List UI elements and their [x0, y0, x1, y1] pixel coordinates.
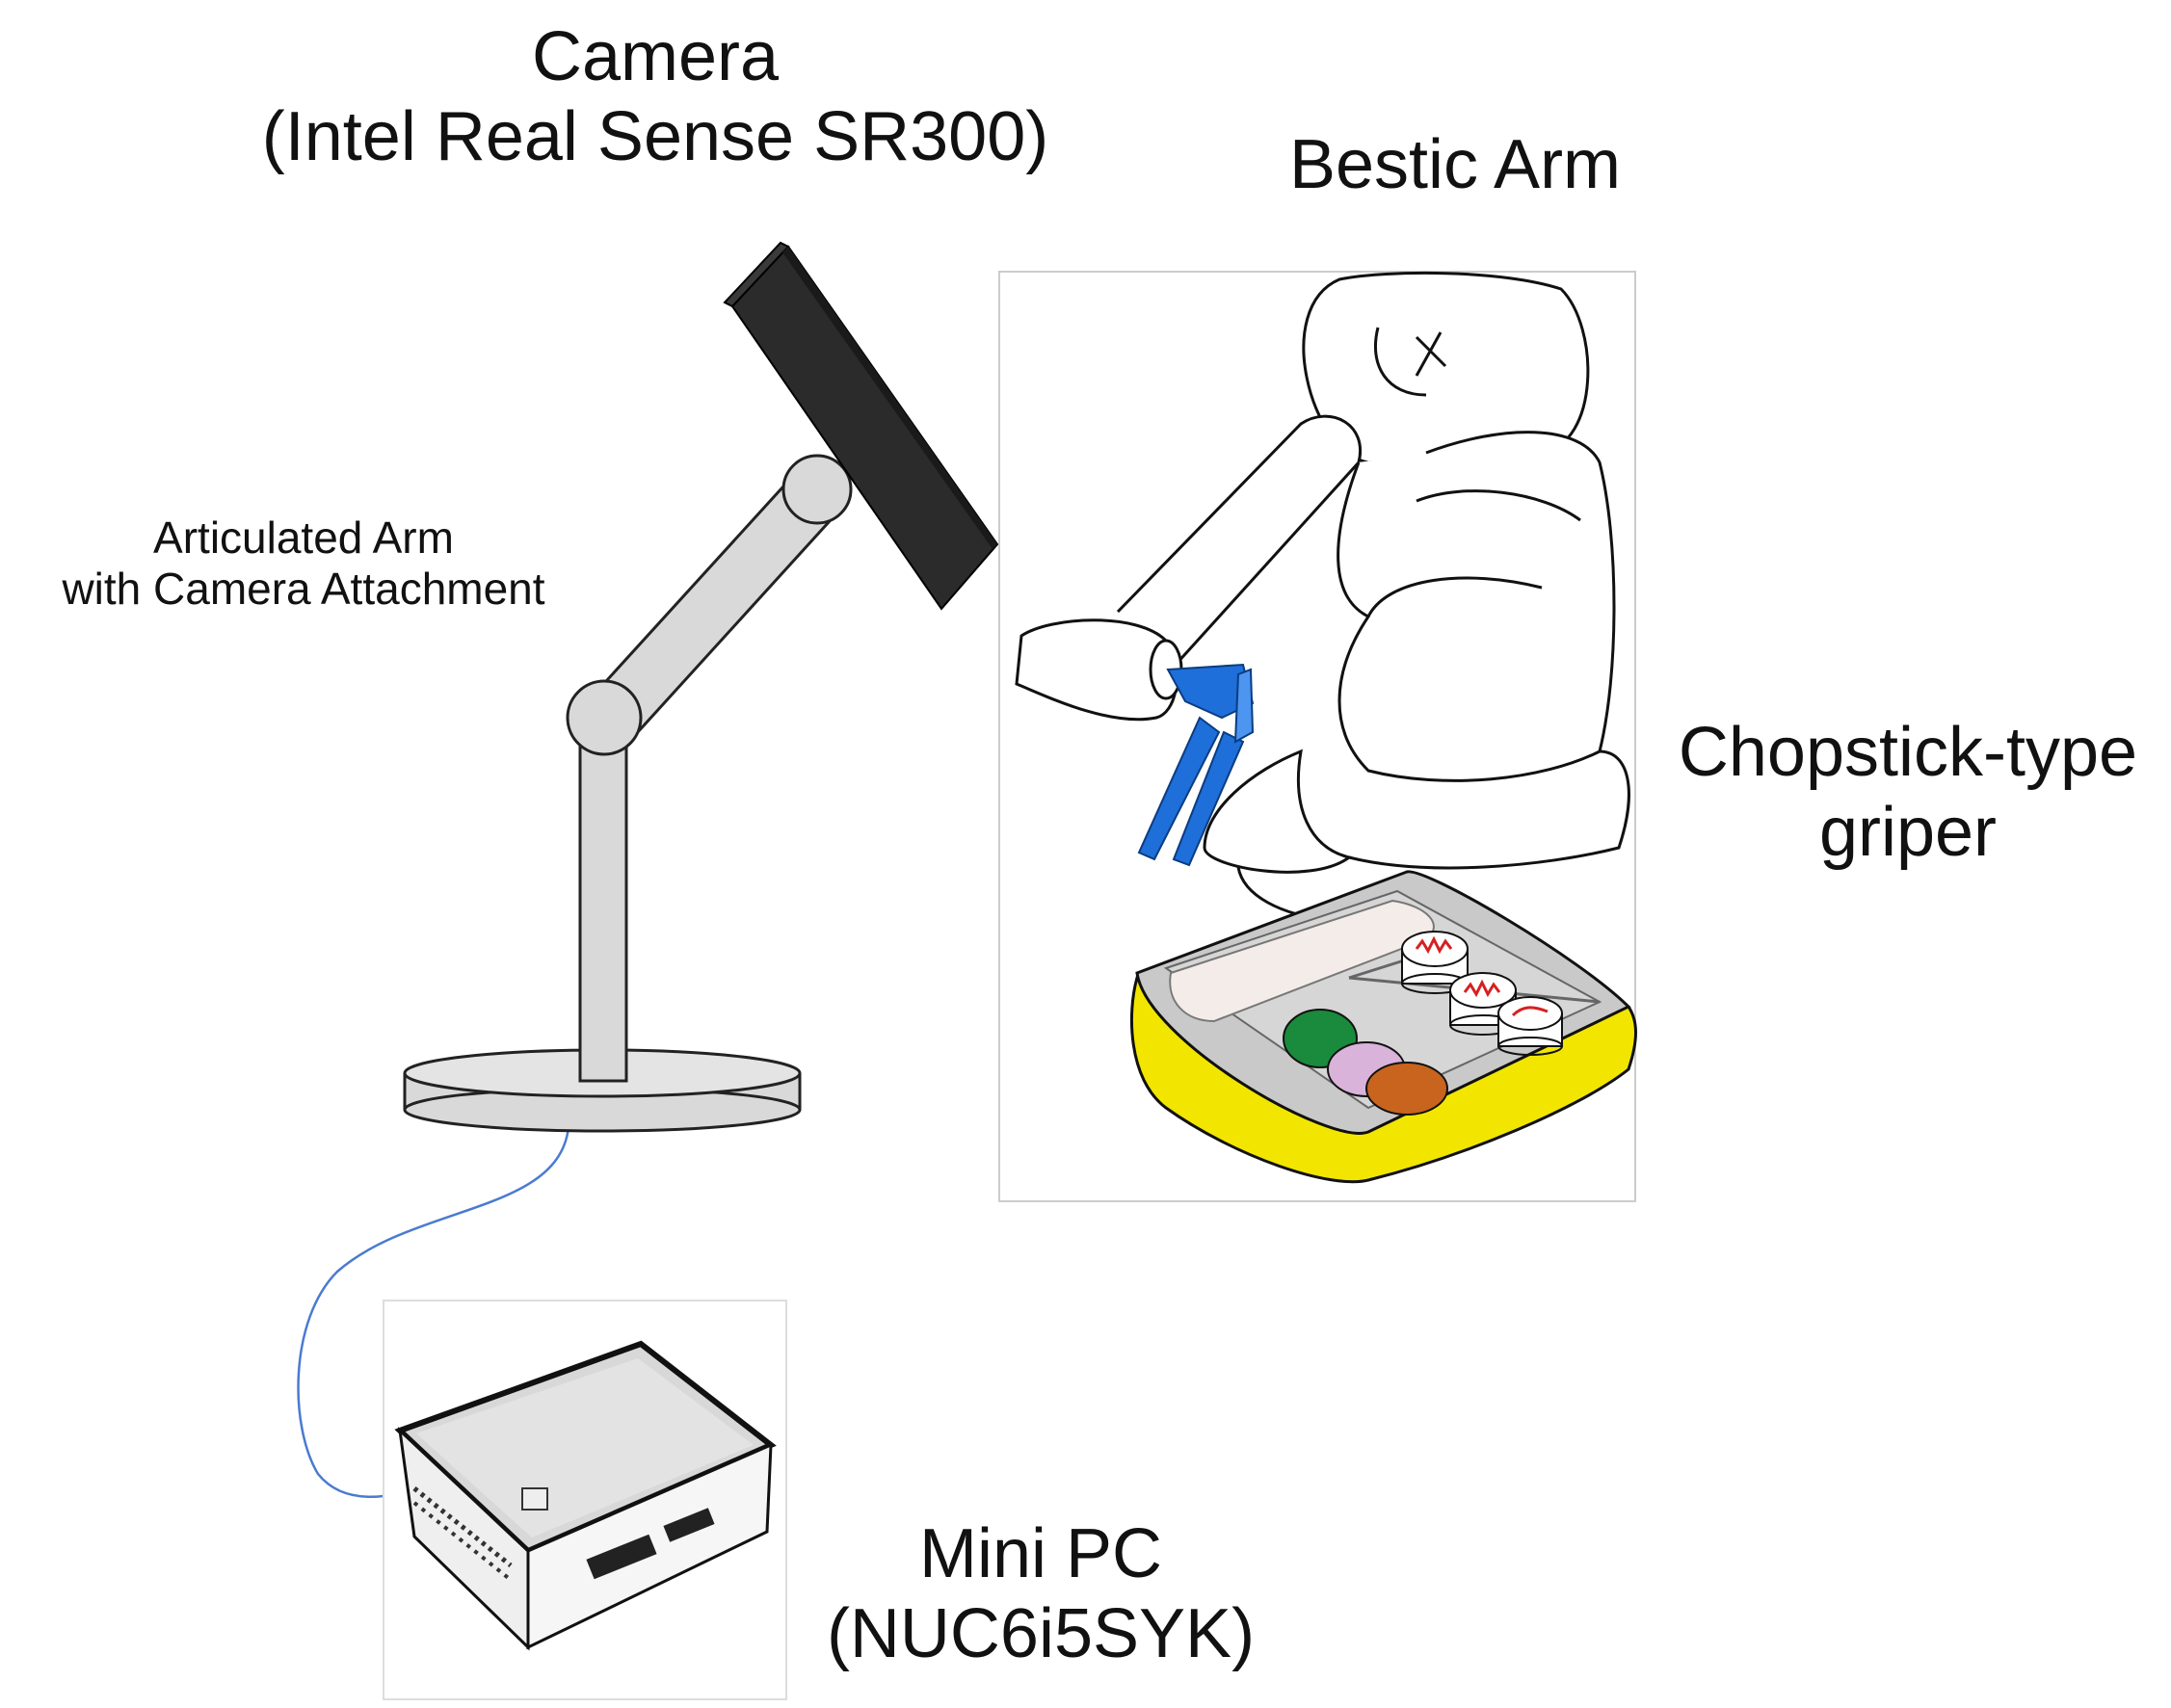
articulated-arm-stand — [403, 454, 853, 1133]
articulated-arm-label: Articulated Arm with Camera Attachment — [10, 512, 597, 615]
brown-food — [1365, 1062, 1448, 1116]
camera-device — [723, 241, 999, 611]
mini-pc-label: Mini PC (NUC6i5SYK) — [752, 1514, 1330, 1674]
usb-cable — [297, 1126, 570, 1499]
camera-label-line1: Camera — [531, 18, 780, 95]
gripper-label: Chopstick-type griper — [1638, 713, 2171, 873]
sushi-piece-2 — [1449, 972, 1517, 1036]
gripper-label-line2: griper — [1818, 793, 1998, 871]
mini-pc-device — [383, 1300, 787, 1700]
sushi-piece-1 — [1401, 931, 1469, 994]
camera-label: Camera (Intel Real Sense SR300) — [173, 17, 1137, 177]
articulated-arm-label-line1: Articulated Arm — [153, 512, 454, 563]
gripper-label-line1: Chopstick-type — [1678, 714, 2138, 791]
mini-pc-label-line1: Mini PC — [918, 1515, 1163, 1592]
chopstick-gripper — [1137, 663, 1255, 867]
articulated-arm-label-line2: with Camera Attachment — [62, 563, 545, 614]
bestic-arm-label: Bestic Arm — [1288, 126, 1622, 203]
food-tray — [1129, 870, 1637, 1184]
camera-label-line2: (Intel Real Sense SR300) — [261, 97, 1049, 175]
sushi-piece-3 — [1497, 996, 1563, 1056]
mini-pc-label-line2: (NUC6i5SYK) — [826, 1594, 1256, 1672]
